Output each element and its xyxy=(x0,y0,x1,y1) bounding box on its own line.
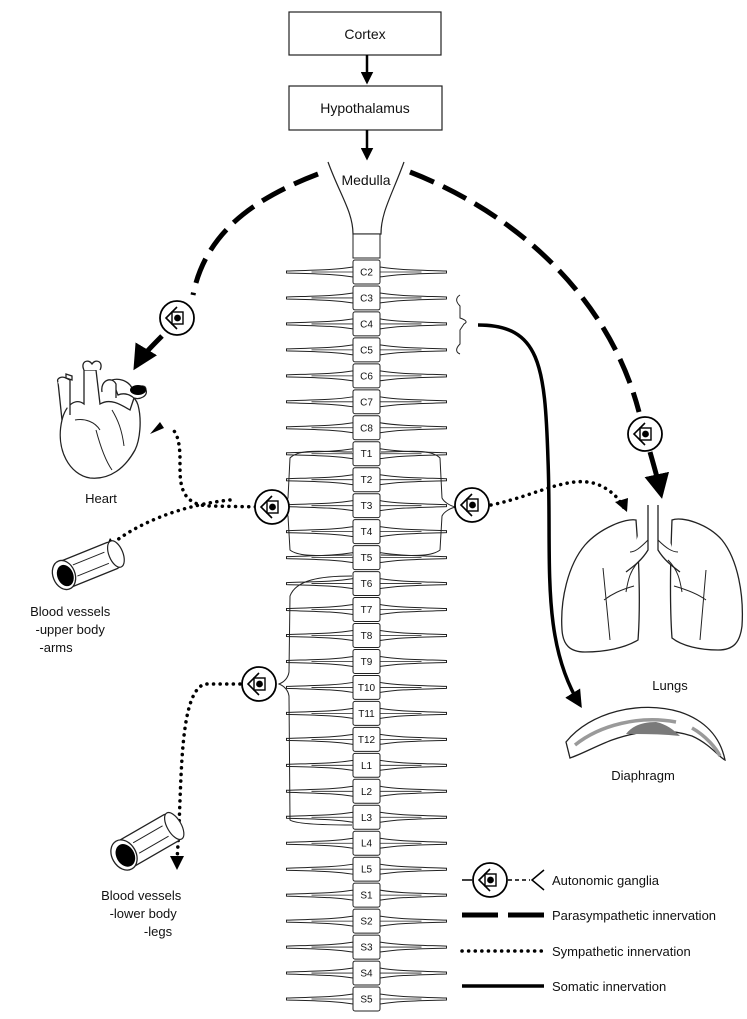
autonomic-ganglion-icon xyxy=(473,863,507,897)
autonomic-ganglion-icon xyxy=(628,417,662,451)
spinal-column: C2C3C4C5C6C7C8T1T2T3T4T5T6T7T8T9T10T11T1… xyxy=(353,260,380,1011)
segment-label: T2 xyxy=(361,475,373,486)
legend-ganglia-row: Autonomic ganglia xyxy=(462,863,660,897)
segment-label: T9 xyxy=(361,657,373,668)
segment-label: T1 xyxy=(361,449,373,460)
lower-vessels-line-3: -legs xyxy=(144,924,173,939)
somatic-to-diaphragm xyxy=(478,325,580,705)
heart-label: Heart xyxy=(85,491,117,506)
upper-vessels-line-1: Blood vessels xyxy=(30,604,111,619)
lungs-illustration xyxy=(562,505,743,652)
symp-heart-arrowhead xyxy=(150,422,164,434)
segment-label: T11 xyxy=(358,709,375,720)
lower-vessels-line-2: -lower body xyxy=(110,906,178,921)
segment-label: L2 xyxy=(361,787,373,798)
autonomic-ganglion-icon xyxy=(242,667,276,701)
segment-label: S4 xyxy=(360,969,373,980)
segment-label: S3 xyxy=(360,943,373,954)
upper-vessels-line-2: -upper body xyxy=(35,622,105,637)
symp-lungs-arrowhead xyxy=(615,498,628,512)
lower-vessels-caption: Blood vessels -lower body -legs xyxy=(101,888,185,939)
segment-label: C8 xyxy=(360,423,373,434)
hypothalamus-label: Hypothalamus xyxy=(320,100,410,116)
upper-vessels-line-3: -arms xyxy=(39,640,73,655)
legend-sympathetic-row: Sympathetic innervation xyxy=(462,944,691,959)
segment-label: L1 xyxy=(361,761,373,772)
segment-label: C4 xyxy=(360,319,373,330)
segment-label: S1 xyxy=(360,891,373,902)
segment-label: S5 xyxy=(360,995,373,1006)
para-to-heart-arrow xyxy=(136,336,162,366)
segment-label: L4 xyxy=(361,839,373,850)
c3-c5-bracket xyxy=(457,295,466,354)
legend-ganglia-label: Autonomic ganglia xyxy=(552,873,660,888)
segment-label: L5 xyxy=(361,865,373,876)
symp-to-lower-vessels xyxy=(177,684,240,860)
legend-parasympathetic-label: Parasympathetic innervation xyxy=(552,908,716,923)
legend-parasympathetic-row: Parasympathetic innervation xyxy=(462,908,716,923)
hypothalamus-box: Hypothalamus xyxy=(289,86,442,130)
diaphragm-illustration xyxy=(566,707,725,760)
symp-lower-vessels-arrowhead xyxy=(170,856,184,870)
legend: Autonomic ganglia Parasympathetic innerv… xyxy=(462,863,716,994)
lungs-label: Lungs xyxy=(652,678,688,693)
para-to-lungs-arrow xyxy=(650,452,661,494)
symp-to-upper-vessels xyxy=(112,500,230,544)
cortex-label: Cortex xyxy=(344,26,385,42)
segment-label: C7 xyxy=(360,397,373,408)
upper-vessels-caption: Blood vessels -upper body -arms xyxy=(30,604,114,655)
segment-label: T12 xyxy=(358,735,376,746)
autonomic-ganglion-icon xyxy=(255,490,289,524)
segment-label: S2 xyxy=(360,917,373,928)
brainstem-segment xyxy=(353,234,380,258)
segment-label: T6 xyxy=(361,579,373,590)
diaphragm-label: Diaphragm xyxy=(611,768,675,783)
legend-sympathetic-label: Sympathetic innervation xyxy=(552,944,691,959)
medulla-label: Medulla xyxy=(341,172,390,188)
segment-label: T10 xyxy=(358,683,376,694)
segment-label: C2 xyxy=(360,267,373,278)
segment-label: T3 xyxy=(361,501,373,512)
heart-illustration xyxy=(58,361,147,478)
symp-to-heart xyxy=(170,428,262,507)
segment-label: T5 xyxy=(361,553,373,564)
symp-to-lungs xyxy=(491,482,624,508)
segment-label: T7 xyxy=(361,605,373,616)
segment-label: T4 xyxy=(361,527,373,538)
legend-somatic-row: Somatic innervation xyxy=(462,979,666,994)
segment-label: C3 xyxy=(360,293,373,304)
legend-somatic-label: Somatic innervation xyxy=(552,979,666,994)
para-medulla-to-heart xyxy=(193,174,318,295)
cortex-box: Cortex xyxy=(289,12,441,55)
autonomic-ganglion-icon xyxy=(160,301,194,335)
segment-label: T8 xyxy=(361,631,373,642)
segment-label: L3 xyxy=(361,813,373,824)
lower-vessels-line-1: Blood vessels xyxy=(101,888,182,903)
autonomic-ganglion-icon xyxy=(455,488,489,522)
upper-blood-vessel-illustration xyxy=(48,537,128,593)
segment-label: C6 xyxy=(360,371,373,382)
segment-label: C5 xyxy=(360,345,373,356)
